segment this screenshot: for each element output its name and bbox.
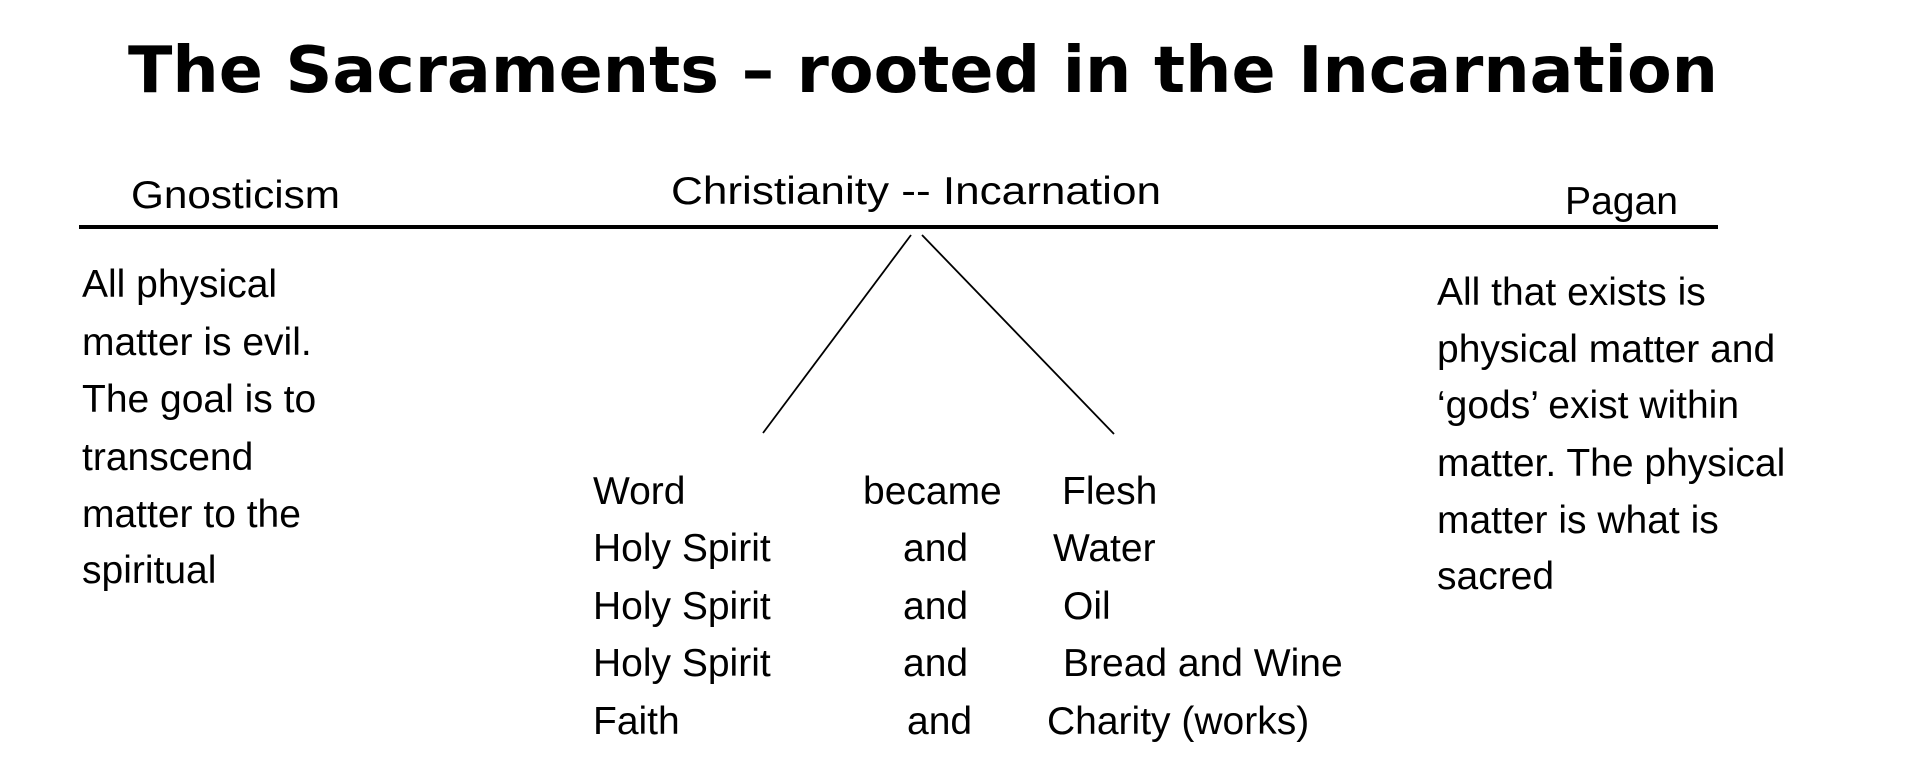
slide-title: The Sacraments – rooted in the Incarnati… — [128, 34, 1718, 108]
branch-line-left — [762, 234, 912, 434]
pair-right: Bread and Wine — [1063, 642, 1343, 685]
pair-right: Flesh — [1062, 470, 1157, 513]
pair-left: Holy Spirit — [593, 642, 771, 685]
gnosticism-description: All physical matter is evil. The goal is… — [82, 263, 316, 592]
text-line: physical matter and — [1437, 328, 1775, 371]
pair-row: Holy Spirit and Oil — [593, 585, 1111, 628]
pair-joiner: and — [903, 642, 968, 685]
pair-row: Holy Spirit and Water — [593, 527, 1156, 570]
text-line: matter to the — [82, 493, 301, 536]
branch-line-right — [921, 234, 1115, 435]
pagan-description: All that exists is physical matter and ‘… — [1437, 271, 1785, 598]
heading-pagan: Pagan — [1565, 180, 1678, 223]
pair-joiner: became — [863, 470, 1002, 513]
text-line: All physical — [82, 263, 277, 306]
text-line: All that exists is — [1437, 271, 1706, 314]
text-line: ‘gods’ exist within — [1437, 384, 1739, 427]
heading-christianity: Christianity -- Incarnation — [671, 170, 1161, 213]
pair-left: Holy Spirit — [593, 585, 771, 628]
text-line: matter is evil. — [82, 321, 312, 364]
pair-right: Water — [1053, 527, 1156, 570]
pair-row: Word became Flesh — [593, 470, 1157, 513]
pair-left: Faith — [593, 700, 680, 743]
pair-row: Holy Spirit and Bread and Wine — [593, 642, 1343, 685]
heading-gnosticism: Gnosticism — [131, 174, 340, 217]
text-line: spiritual — [82, 549, 216, 592]
pair-joiner: and — [903, 527, 968, 570]
pair-row: Faith and Charity (works) — [593, 700, 1309, 743]
incarnation-pairs: Word became Flesh Holy Spirit and Water … — [593, 470, 1343, 743]
text-line: transcend — [82, 436, 253, 479]
pair-right: Charity (works) — [1047, 700, 1309, 743]
text-line: sacred — [1437, 555, 1554, 598]
pair-left: Holy Spirit — [593, 527, 771, 570]
pair-left: Word — [593, 470, 685, 513]
pair-joiner: and — [903, 585, 968, 628]
pair-right: Oil — [1063, 585, 1111, 628]
text-line: matter is what is — [1437, 499, 1719, 542]
text-line: matter. The physical — [1437, 442, 1785, 485]
pair-joiner: and — [907, 700, 972, 743]
text-line: The goal is to — [82, 378, 316, 421]
